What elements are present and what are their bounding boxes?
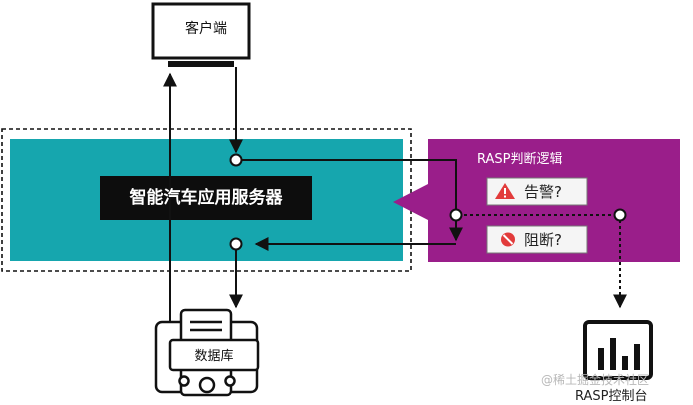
warning-triangle-icon: [495, 183, 515, 199]
rasp-title: RASP判断逻辑: [477, 152, 563, 167]
watermark: @稀土掘金技术社区: [541, 373, 650, 387]
database-label: 数据库: [194, 349, 234, 364]
bar-chart-console-icon: [583, 320, 653, 380]
server-label: 智能汽车应用服务器: [129, 188, 283, 208]
block-label: 阻断?: [524, 231, 562, 249]
junction-dots: [229, 153, 627, 251]
monitor-icon: [151, 2, 251, 67]
prohibited-icon: [501, 232, 515, 247]
server-label-box: [100, 176, 312, 220]
console-label: RASP控制台: [575, 389, 648, 404]
database-server-icon: [154, 308, 260, 397]
flow-lines: [163, 67, 627, 325]
client-label: 客户端: [185, 21, 227, 37]
alert-label: 告警?: [524, 183, 562, 201]
